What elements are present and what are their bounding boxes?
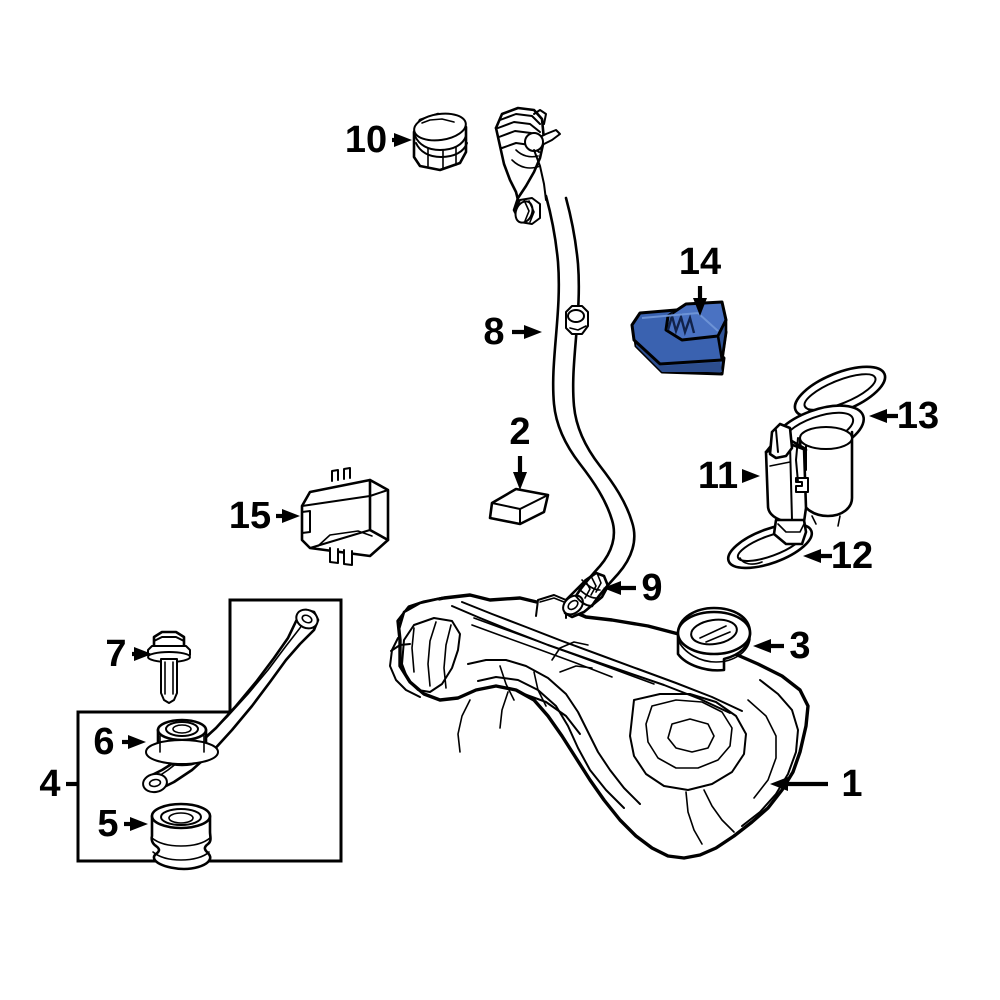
callout-label-7[interactable]: 7 bbox=[105, 633, 126, 675]
callout-label-5[interactable]: 5 bbox=[97, 803, 118, 845]
callout-label-3[interactable]: 3 bbox=[789, 625, 810, 667]
callout-label-2[interactable]: 2 bbox=[509, 411, 530, 453]
fuel-pump-and-sender-assembly bbox=[764, 404, 866, 546]
fuel-filler-hose bbox=[544, 194, 636, 608]
callout-label-12[interactable]: 12 bbox=[831, 535, 873, 577]
fuel-pump-control-module bbox=[300, 467, 390, 566]
callout-label-6[interactable]: 6 bbox=[93, 721, 114, 763]
fuel-tank-strap-bushing-upper bbox=[145, 718, 219, 767]
callout-label-13[interactable]: 13 bbox=[897, 395, 939, 437]
fuel-filler-neck bbox=[494, 106, 561, 225]
callout-label-4[interactable]: 4 bbox=[39, 763, 60, 805]
fuel-filler-cap bbox=[412, 112, 468, 172]
callout-label-15[interactable]: 15 bbox=[229, 495, 271, 537]
callout-label-8[interactable]: 8 bbox=[483, 311, 504, 353]
fuel-line-bracket-clip[interactable] bbox=[630, 300, 728, 376]
clip-top-block bbox=[664, 300, 728, 342]
clip-edge-highlight bbox=[641, 311, 719, 332]
fuel-tank-strap-bushing-lower bbox=[150, 802, 212, 871]
callout-label-9[interactable]: 9 bbox=[641, 567, 662, 609]
clip-shadow-stripe bbox=[636, 344, 722, 372]
callout-label-11[interactable]: 11 bbox=[698, 455, 738, 497]
callout-label-14[interactable]: 14 bbox=[679, 241, 721, 283]
fuel-tank-grommet bbox=[676, 606, 752, 672]
callout-leaders bbox=[66, 133, 898, 831]
clip-right-face bbox=[716, 318, 728, 362]
callout-label-10[interactable]: 10 bbox=[345, 119, 387, 161]
callout-label-1[interactable]: 1 bbox=[841, 763, 862, 805]
fuel-pump-control-module-pad bbox=[488, 487, 550, 526]
callout-labels: 1 2 3 4 5 6 7 8 9 10 11 12 13 14 15 bbox=[39, 119, 939, 845]
fuel-tank-strap-bolt bbox=[147, 630, 191, 704]
